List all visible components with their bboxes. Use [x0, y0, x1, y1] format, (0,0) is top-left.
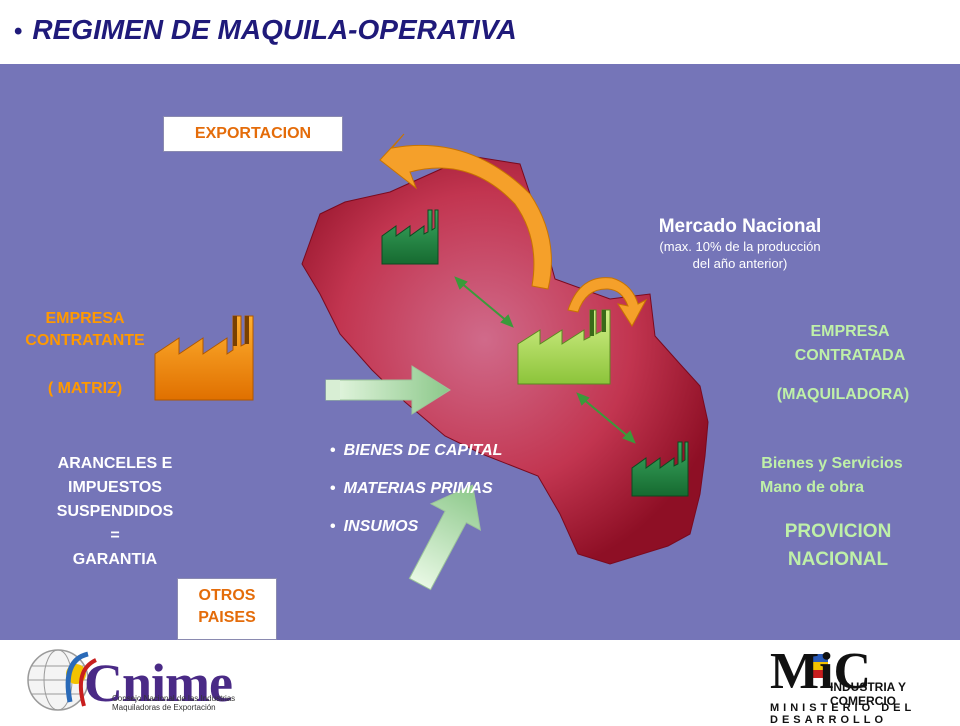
- otros-paises-box: OTROS PAISES: [177, 578, 277, 640]
- cnime-globe-icon: [27, 649, 97, 711]
- cnime-logo-subtitle: Consejo Nacional de las Industrias Maqui…: [112, 694, 235, 712]
- mercado-nacional-note-2: del año anterior): [692, 256, 788, 271]
- empresa-contratante-line3: ( MATRIZ): [47, 380, 123, 397]
- empresa-contratada-label: EMPRESA CONTRATADA: [740, 320, 960, 368]
- empresa-contratante-label: EMPRESA CONTRATANTE ( MATRIZ): [0, 308, 170, 400]
- cnime-subtitle-line2: Maquiladoras de Exportación: [112, 703, 216, 712]
- otros-label: OTROS: [198, 587, 256, 604]
- empresa-contratada-line2: CONTRATADA: [794, 347, 906, 364]
- imports-item-bienes-capital: BIENES DE CAPITAL: [330, 442, 503, 480]
- exportacion-box: EXPORTACION: [163, 116, 343, 152]
- aranceles-line4: =: [110, 527, 120, 544]
- factory-contratante-icon: [154, 315, 254, 401]
- footer: Cnime Consejo Nacional de las Industrias…: [0, 640, 960, 726]
- diagram-panel: EXPORTACION OTROS PAISES EMPRESA CONTRAT…: [0, 64, 960, 640]
- factory-top-icon: [381, 209, 439, 265]
- provicion-line2: NACIONAL: [787, 549, 889, 570]
- mercado-curved-arrow: [567, 277, 648, 327]
- empresa-contratada-line1: EMPRESA: [810, 323, 890, 340]
- bienes-servicios-text: Bienes y Servicios Mano de obra: [722, 452, 942, 500]
- title-bullet: •: [14, 18, 23, 45]
- aranceles-line3: SUSPENDIDOS: [56, 503, 174, 520]
- mic-logo-mark: MiC: [770, 643, 872, 700]
- mic-logo-ministry: MINISTERIO DEL DESARROLLO: [770, 702, 916, 726]
- mercado-nacional-title: Mercado Nacional: [658, 216, 822, 237]
- bienes-servicios-line2: Mano de obra: [760, 479, 865, 496]
- slide-title: • REGIMEN DE MAQUILA-OPERATIVA: [14, 14, 517, 46]
- imports-list: BIENES DE CAPITAL MATERIAS PRIMAS INSUMO…: [330, 442, 503, 556]
- paises-label: PAISES: [198, 609, 256, 626]
- bienes-servicios-line1: Bienes y Servicios: [761, 455, 903, 472]
- factory-maquiladora-icon: [517, 309, 611, 385]
- slide-title-text: REGIMEN DE MAQUILA-OPERATIVA: [32, 14, 517, 45]
- mic-flag-icon: [810, 654, 828, 678]
- diagram-graphics: [154, 133, 709, 591]
- empresa-contratante-line2: CONTRATANTE: [25, 332, 145, 349]
- mercado-nacional: Mercado Nacional (max. 10% de la producc…: [600, 216, 880, 272]
- supply-arrow-right: [325, 365, 451, 415]
- mic-logo-name: INDUSTRIA Y COMERCIO: [830, 680, 906, 708]
- aranceles-text: ARANCELES E IMPUESTOS SUSPENDIDOS = GARA…: [20, 452, 210, 572]
- link-arrow-bottom: [576, 392, 636, 444]
- link-arrow-top: [454, 276, 514, 328]
- aranceles-line5: GARANTIA: [72, 551, 158, 568]
- empresa-contratante-line1: EMPRESA: [45, 310, 125, 327]
- export-curved-arrow: [379, 133, 552, 290]
- mercado-nacional-note-1: (max. 10% de la producción: [659, 239, 821, 254]
- exportacion-label: EXPORTACION: [194, 125, 312, 142]
- imports-item-materias-primas: MATERIAS PRIMAS: [330, 480, 502, 518]
- cnime-subtitle-line1: Consejo Nacional de las Industrias: [112, 694, 236, 703]
- imports-item-insumos: INSUMOS: [330, 518, 502, 556]
- footer-graphics: [27, 649, 828, 711]
- aranceles-line2: IMPUESTOS: [68, 479, 162, 496]
- provicion-nacional-label: PROVICION NACIONAL: [728, 518, 948, 574]
- provicion-line1: PROVICION: [784, 521, 892, 542]
- aranceles-line1: ARANCELES E: [57, 455, 173, 472]
- cnime-logo-word: Cnime: [84, 653, 233, 713]
- maquiladora-label: (MAQUILADORA): [776, 386, 910, 403]
- factory-bottom-icon: [631, 441, 689, 497]
